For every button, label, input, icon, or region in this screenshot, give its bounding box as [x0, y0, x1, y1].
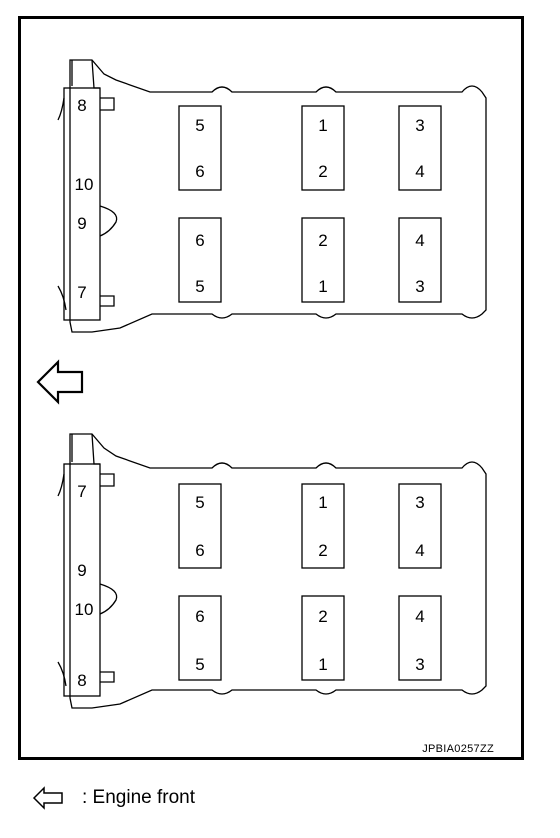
lower-caps: [178, 483, 442, 681]
upper-cap-b: [301, 105, 345, 191]
lower-side-label: 8: [77, 671, 86, 690]
upper-cap-f: [398, 217, 442, 303]
lower-cap-number: 3: [415, 655, 424, 674]
upper-cap-number: 1: [318, 277, 327, 296]
upper-cap-d: [178, 217, 222, 303]
upper-head-lip: [71, 59, 100, 89]
lower-cam-bracket: [63, 463, 101, 697]
upper-cap-number: 2: [318, 231, 327, 250]
lower-cylinder-head: [57, 433, 487, 709]
upper-bracket-tab-top: [100, 97, 115, 111]
lower-cap-number: 2: [318, 607, 327, 626]
upper-cap-number: 6: [195, 162, 204, 181]
lower-bracket-tab-top: [100, 473, 115, 487]
upper-cap-number: 5: [195, 277, 204, 296]
lower-cap-e: [301, 595, 345, 681]
lower-cap-number: 3: [415, 493, 424, 512]
upper-cylinder-head: [57, 59, 487, 333]
upper-side-label: 8: [77, 96, 86, 115]
upper-bracket-arc-bot: [57, 285, 67, 311]
upper-side-label: 10: [75, 175, 94, 194]
lower-bracket-arc-bot: [57, 661, 67, 687]
upper-head-outline: [69, 59, 487, 333]
lower-cap-number: 6: [195, 541, 204, 560]
lower-cap-number: 1: [318, 493, 327, 512]
lower-cap-number: 4: [415, 607, 424, 626]
lower-side-label: 9: [77, 561, 86, 580]
upper-cap-c: [398, 105, 442, 191]
upper-cap-e: [301, 217, 345, 303]
lower-cap-c: [398, 483, 442, 569]
upper-cap-number: 4: [415, 231, 424, 250]
lower-side-label: 10: [75, 600, 94, 619]
upper-cap-number: 6: [195, 231, 204, 250]
lower-cap-number: 6: [195, 607, 204, 626]
figure-code: JPBIA0257ZZ: [422, 743, 494, 755]
upper-cap-number: 5: [195, 116, 204, 135]
lower-cap-f: [398, 595, 442, 681]
lower-cap-number: 5: [195, 493, 204, 512]
lower-cap-d: [178, 595, 222, 681]
legend-text: : Engine front: [82, 787, 196, 808]
lower-cap-number: 2: [318, 541, 327, 560]
upper-cam-bracket: [63, 87, 101, 321]
lower-head-outline: [69, 433, 487, 709]
upper-cap-number: 1: [318, 116, 327, 135]
lower-bracket-tab-bot: [100, 671, 115, 683]
lower-cap-number: 4: [415, 541, 424, 560]
upper-caps: [178, 105, 442, 303]
lower-head-lip: [71, 433, 100, 465]
lower-cap-number: 5: [195, 655, 204, 674]
upper-cap-a: [178, 105, 222, 191]
lower-bracket-tab-mid: [99, 583, 118, 615]
arrow-left-icon: [36, 359, 84, 405]
upper-bracket-tab-bot: [100, 295, 115, 307]
lower-cap-a: [178, 483, 222, 569]
lower-cap-b: [301, 483, 345, 569]
upper-cap-number: 3: [415, 116, 424, 135]
upper-cap-number: 2: [318, 162, 327, 181]
legend-arrow-left-icon: [32, 786, 63, 810]
upper-bracket-tab-mid: [99, 205, 118, 237]
lower-cap-number: 1: [318, 655, 327, 674]
upper-cap-number: 3: [415, 277, 424, 296]
upper-bracket-arc-top: [57, 97, 65, 121]
upper-cap-number: 4: [415, 162, 424, 181]
upper-side-label: 9: [77, 214, 86, 233]
upper-side-label: 7: [77, 283, 86, 302]
lower-bracket-arc-top: [57, 473, 65, 497]
lower-side-label: 7: [77, 482, 86, 501]
diagram-frame: [18, 16, 524, 760]
